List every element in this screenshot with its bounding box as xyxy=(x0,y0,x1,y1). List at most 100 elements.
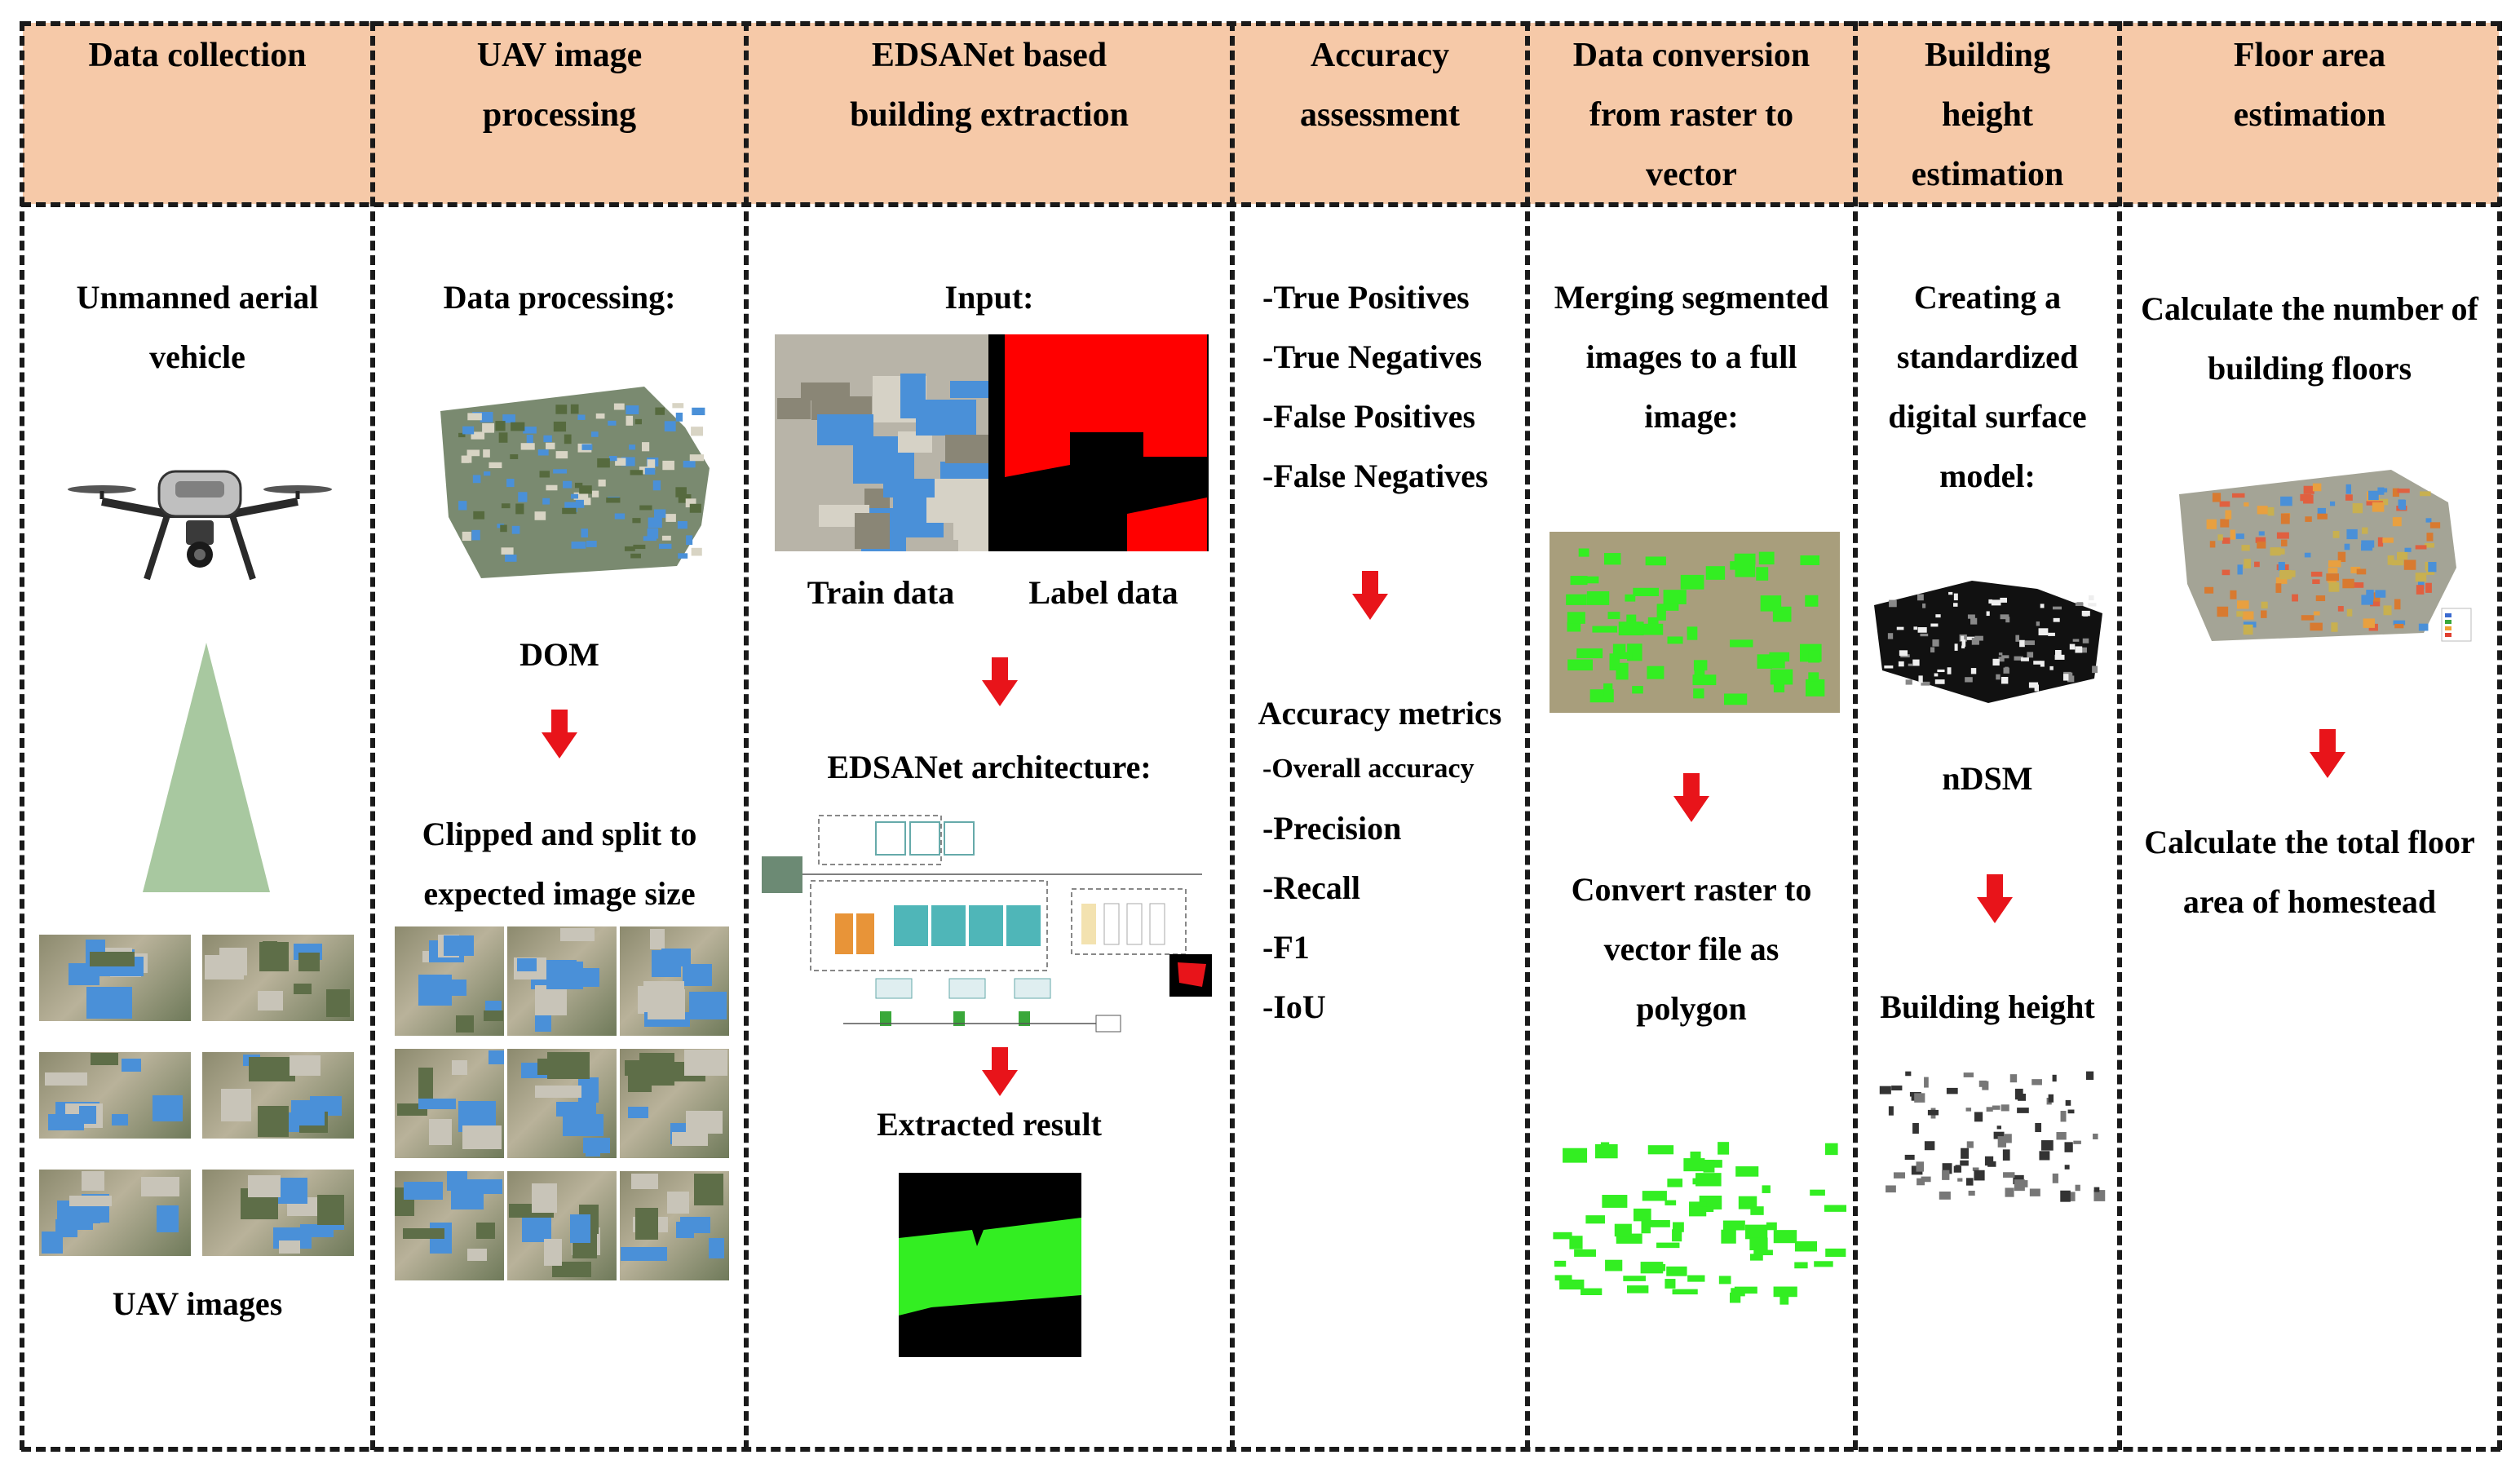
uav-image-tile xyxy=(202,935,354,1021)
text-line: Convert raster to xyxy=(1571,871,1812,908)
list-item: -Overall accuracy xyxy=(1262,754,1474,784)
divider xyxy=(1525,21,1530,1450)
text-line: Unmanned aerial xyxy=(76,279,319,316)
header-conversion: Data conversion from raster to vector xyxy=(1530,26,1853,205)
text-line: model: xyxy=(1939,458,2036,494)
header-line: assessment xyxy=(1300,96,1460,134)
clipped-image-tile xyxy=(620,1171,729,1280)
text-line: vector file as xyxy=(1603,931,1779,967)
uav-title: Unmanned aerial vehicle xyxy=(24,268,370,387)
architecture-diagram xyxy=(762,815,1212,1033)
metrics-list: -Overall accuracy -Precision -Recall -F1… xyxy=(1262,739,1474,1037)
dsm-text: Creating a standardized digital surface … xyxy=(1858,268,2117,506)
floor-map-image xyxy=(2179,470,2472,642)
list-item: -False Negatives xyxy=(1262,458,1488,494)
list-item: -Precision xyxy=(1262,810,1402,847)
down-arrow-icon xyxy=(982,657,1018,706)
pyramid-triangle xyxy=(143,643,270,892)
divider xyxy=(2117,21,2122,1450)
header-line: estimation xyxy=(2233,96,2386,134)
list-item: -True Positives xyxy=(1262,279,1470,316)
text-line: vehicle xyxy=(149,338,245,375)
header-height: Building height estimation xyxy=(1858,26,2117,205)
header-floor-area: Floor area estimation xyxy=(2122,26,2497,145)
clipped-image-tile xyxy=(395,926,504,1036)
list-item: -F1 xyxy=(1262,929,1310,966)
building-height-label: Building height xyxy=(1880,988,2095,1025)
extracted-result-image xyxy=(899,1173,1081,1357)
uav-image-tile xyxy=(202,1170,354,1256)
clipped-image-tile xyxy=(620,1049,729,1158)
header-line: Data collection xyxy=(88,37,307,74)
divider xyxy=(21,21,2500,26)
building-height-image xyxy=(1879,1071,2106,1202)
clipped-image-tile xyxy=(507,1171,617,1280)
header-line: UAV image xyxy=(476,37,643,74)
divider xyxy=(1853,21,1858,1450)
header-line: estimation xyxy=(1911,156,2064,193)
text-line: Calculate the number of xyxy=(2141,290,2478,327)
header-uav-processing: UAV image processing xyxy=(375,26,744,145)
list-item: -False Positives xyxy=(1262,398,1476,435)
uav-image-tile xyxy=(202,1052,354,1139)
divider xyxy=(21,1447,2500,1452)
text-line: area of homestead xyxy=(2182,883,2437,920)
ndsm-label: nDSM xyxy=(1942,760,2033,797)
floors-text: Calculate the number of building floors xyxy=(2122,279,2497,398)
text-line: building floors xyxy=(2207,350,2412,387)
list-item: -True Negatives xyxy=(1262,338,1483,375)
label-data-image xyxy=(988,334,1209,551)
list-item: -IoU xyxy=(1262,988,1326,1025)
text-line: Merging segmented xyxy=(1554,279,1829,316)
text-line: image: xyxy=(1644,398,1739,435)
polygon-vector-image xyxy=(1553,1142,1846,1305)
confusion-list: -True Positives -True Negatives -False P… xyxy=(1262,268,1488,506)
clipped-image-tile xyxy=(507,926,617,1036)
drone-icon xyxy=(68,470,332,581)
header-line: processing xyxy=(482,96,637,134)
header-line: EDSANet based xyxy=(871,37,1107,74)
architecture-label: EDSANet architecture: xyxy=(827,749,1152,785)
clipped-image-tile xyxy=(620,926,729,1036)
header-line: Building xyxy=(1924,37,2051,74)
uav-image-tile xyxy=(39,935,191,1021)
clipped-image-tile xyxy=(395,1171,504,1280)
uav-image-tile xyxy=(39,1052,191,1139)
header-edsanet: EDSANet based building extraction xyxy=(749,26,1230,145)
header-line: from raster to xyxy=(1589,96,1794,134)
header-line: Accuracy xyxy=(1310,37,1450,74)
divider xyxy=(1230,21,1235,1450)
data-processing-title: Data processing: xyxy=(443,279,676,316)
extracted-result-label: Extracted result xyxy=(877,1106,1102,1143)
header-line: Floor area xyxy=(2233,37,2386,74)
header-data-collection: Data collection xyxy=(24,26,370,86)
text-line: Calculate the total floor xyxy=(2144,824,2475,860)
area-text: Calculate the total floor area of homest… xyxy=(2122,812,2497,931)
divider xyxy=(2497,21,2502,1450)
train-data-label: Train data xyxy=(807,574,955,611)
divider xyxy=(20,21,24,1450)
ndsm-image xyxy=(1874,581,2102,703)
header-band xyxy=(23,23,2499,204)
uav-images-label: UAV images xyxy=(112,1285,283,1322)
header-accuracy: Accuracy assessment xyxy=(1235,26,1525,145)
merged-image xyxy=(1550,532,1840,713)
text-line: digital surface xyxy=(1888,398,2087,435)
clipped-image-tile xyxy=(507,1049,617,1158)
convert-text: Convert raster to vector file as polygon xyxy=(1530,860,1853,1038)
uav-image-tile xyxy=(39,1170,191,1256)
down-arrow-icon xyxy=(1352,571,1388,620)
label-data-label: Label data xyxy=(1028,574,1178,611)
divider xyxy=(21,202,2500,207)
clipped-image-tile xyxy=(395,1049,504,1158)
header-line: height xyxy=(1941,96,2033,134)
divider xyxy=(370,21,375,1450)
input-label: Input: xyxy=(944,279,1034,316)
down-arrow-icon xyxy=(1977,874,2013,923)
dom-label: DOM xyxy=(519,636,599,673)
text-line: standardized xyxy=(1896,338,2079,375)
text-line: expected image size xyxy=(423,875,696,912)
down-arrow-icon xyxy=(1673,773,1709,822)
text-line: Clipped and split to xyxy=(422,816,697,852)
text-line: polygon xyxy=(1636,990,1747,1027)
